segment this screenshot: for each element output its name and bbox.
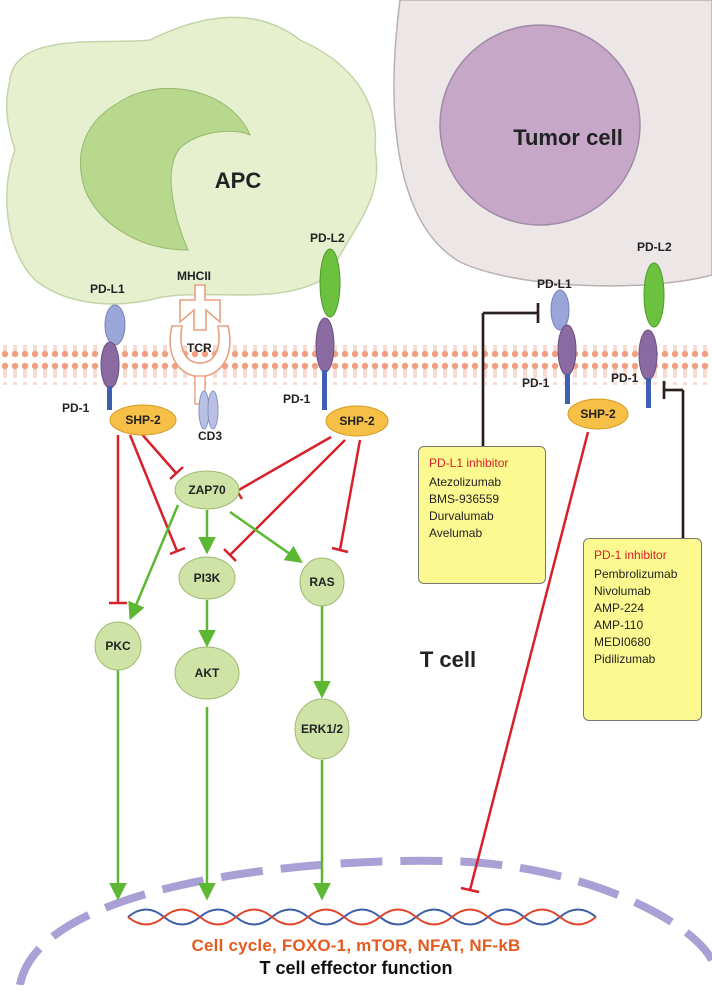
pd1-pdl2-middle: PD-L2 PD-1 bbox=[283, 231, 345, 410]
drug-amp-224: AMP-224 bbox=[594, 601, 645, 615]
tcr-label: TCR bbox=[187, 341, 212, 355]
drug-medi0680: MEDI0680 bbox=[594, 635, 651, 649]
dna-helix bbox=[127, 908, 597, 926]
drug-nivolumab: Nivolumab bbox=[594, 584, 651, 598]
drug-blockade-lines bbox=[481, 303, 685, 538]
pdl2-right-label: PD-L2 bbox=[637, 240, 672, 254]
transcription-targets-label: Cell cycle, FOXO-1, mTOR, NFAT, NF-kB bbox=[191, 936, 521, 955]
pdl2-mid-label: PD-L2 bbox=[310, 231, 345, 245]
shp2-left-node: SHP-2 bbox=[109, 404, 177, 436]
mhcii-label: MHCII bbox=[177, 269, 211, 283]
apc-label: APC bbox=[215, 168, 262, 193]
t-cell-label: T cell bbox=[420, 647, 476, 672]
pd1-left-label: PD-1 bbox=[62, 401, 90, 415]
akt-node: AKT bbox=[174, 646, 240, 700]
pd1-pdl2-right: PD-L2 PD-1 bbox=[611, 240, 672, 408]
shp2-left-label: SHP-2 bbox=[125, 413, 161, 427]
activation-arrows bbox=[109, 504, 331, 901]
pd1-inhibitor-title: PD-1 inhibitor bbox=[594, 548, 667, 562]
shp2-right-node: SHP-2 bbox=[567, 398, 629, 430]
shp2-mid-label: SHP-2 bbox=[339, 414, 375, 428]
tumor-cell: Tumor cell bbox=[393, 0, 712, 287]
pi3k-node: PI3K bbox=[178, 556, 236, 600]
cd3: CD3 bbox=[198, 390, 222, 443]
drug-bms-936559: BMS-936559 bbox=[429, 492, 500, 506]
pd1-right-b-label: PD-1 bbox=[611, 371, 639, 385]
shp2-mid-node: SHP-2 bbox=[325, 405, 389, 437]
shp2-right-label: SHP-2 bbox=[580, 407, 616, 421]
effector-function-label: T cell effector function bbox=[259, 958, 453, 978]
pd1-inhibitor-box: PD-1 inhibitor Pembrolizumab Nivolumab A… bbox=[583, 538, 702, 721]
pd1-pdl1-left: PD-L1 PD-1 bbox=[62, 282, 126, 415]
erk-label: ERK1/2 bbox=[301, 722, 343, 736]
zap70-label: ZAP70 bbox=[188, 483, 226, 497]
drug-atezolizumab: Atezolizumab bbox=[429, 475, 502, 489]
ras-node: RAS bbox=[299, 557, 345, 607]
pd1-pdl1-right: PD-L1 PD-1 bbox=[522, 277, 577, 404]
drug-amp-110: AMP-110 bbox=[594, 618, 644, 632]
nuclear-envelope bbox=[16, 856, 712, 986]
mhcii-tcr-complex: MHCII TCR bbox=[169, 269, 231, 405]
pdl1-inhibitor-title: PD-L1 inhibitor bbox=[429, 456, 509, 470]
pi3k-label: PI3K bbox=[194, 571, 221, 585]
pkc-label: PKC bbox=[105, 639, 131, 653]
pd1-mid-label: PD-1 bbox=[283, 392, 311, 406]
pd1-right-a-label: PD-1 bbox=[522, 376, 550, 390]
cd3-label: CD3 bbox=[198, 429, 222, 443]
zap70-node: ZAP70 bbox=[174, 470, 240, 510]
pdl1-left-label: PD-L1 bbox=[90, 282, 125, 296]
drug-avelumab: Avelumab bbox=[429, 526, 483, 540]
ras-label: RAS bbox=[309, 575, 334, 589]
drug-pembrolizumab: Pembrolizumab bbox=[594, 567, 678, 581]
apc-cell: APC bbox=[5, 16, 378, 305]
akt-label: AKT bbox=[195, 666, 220, 680]
pkc-node: PKC bbox=[94, 621, 142, 671]
pdl1-right-label: PD-L1 bbox=[537, 277, 572, 291]
tumor-cell-label: Tumor cell bbox=[513, 125, 623, 150]
drug-pidilizumab: Pidilizumab bbox=[594, 652, 656, 666]
pdl1-inhibitor-box: PD-L1 inhibitor Atezolizumab BMS-936559 … bbox=[418, 446, 546, 584]
drug-durvalumab: Durvalumab bbox=[429, 509, 494, 523]
erk-node: ERK1/2 bbox=[294, 698, 350, 760]
